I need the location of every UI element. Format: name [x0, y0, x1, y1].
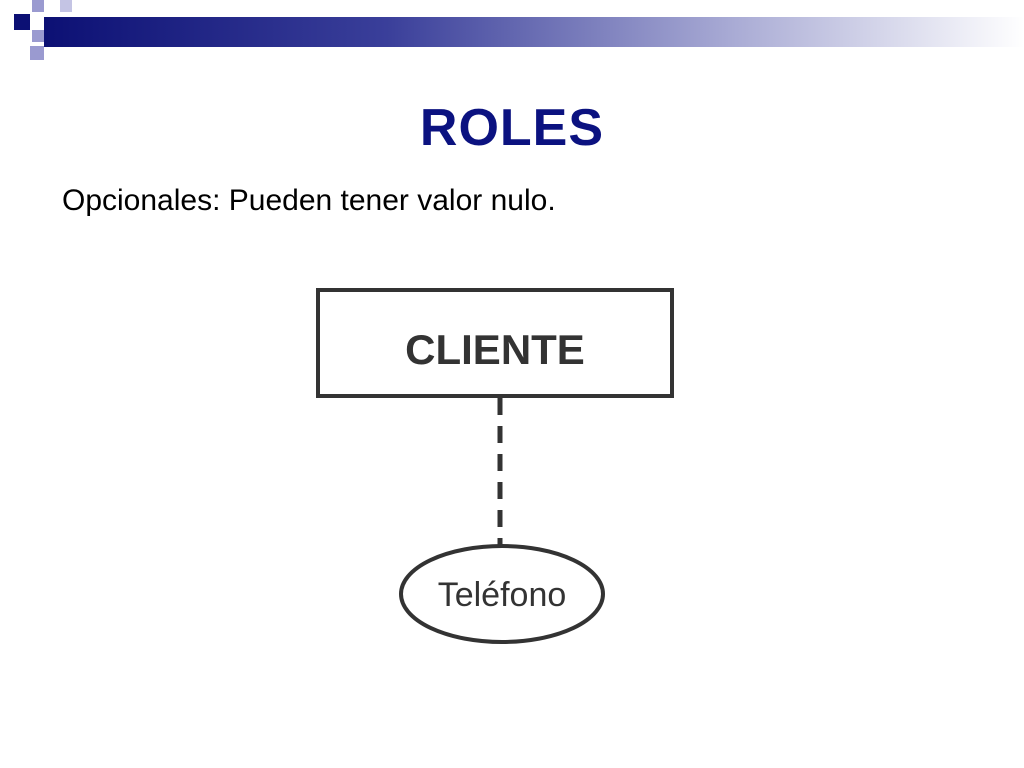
- banner-gradient-bar: [44, 17, 1024, 47]
- attribute-ellipse: [399, 544, 605, 644]
- banner-square-light-3: [30, 46, 44, 60]
- header-banner: [14, 0, 1024, 60]
- attribute-label: Teléfono: [438, 576, 567, 614]
- entity-label: CLIENTE: [405, 326, 585, 373]
- entity-box: [316, 288, 674, 398]
- banner-square-light-1: [32, 0, 44, 12]
- slide-title: ROLES: [419, 99, 605, 157]
- banner-square-light-4: [60, 0, 72, 12]
- slide-subtitle: Opcionales: Pueden tener valor nulo.: [62, 184, 556, 217]
- banner-square-light-2: [32, 30, 44, 42]
- banner-square-dark: [14, 14, 30, 30]
